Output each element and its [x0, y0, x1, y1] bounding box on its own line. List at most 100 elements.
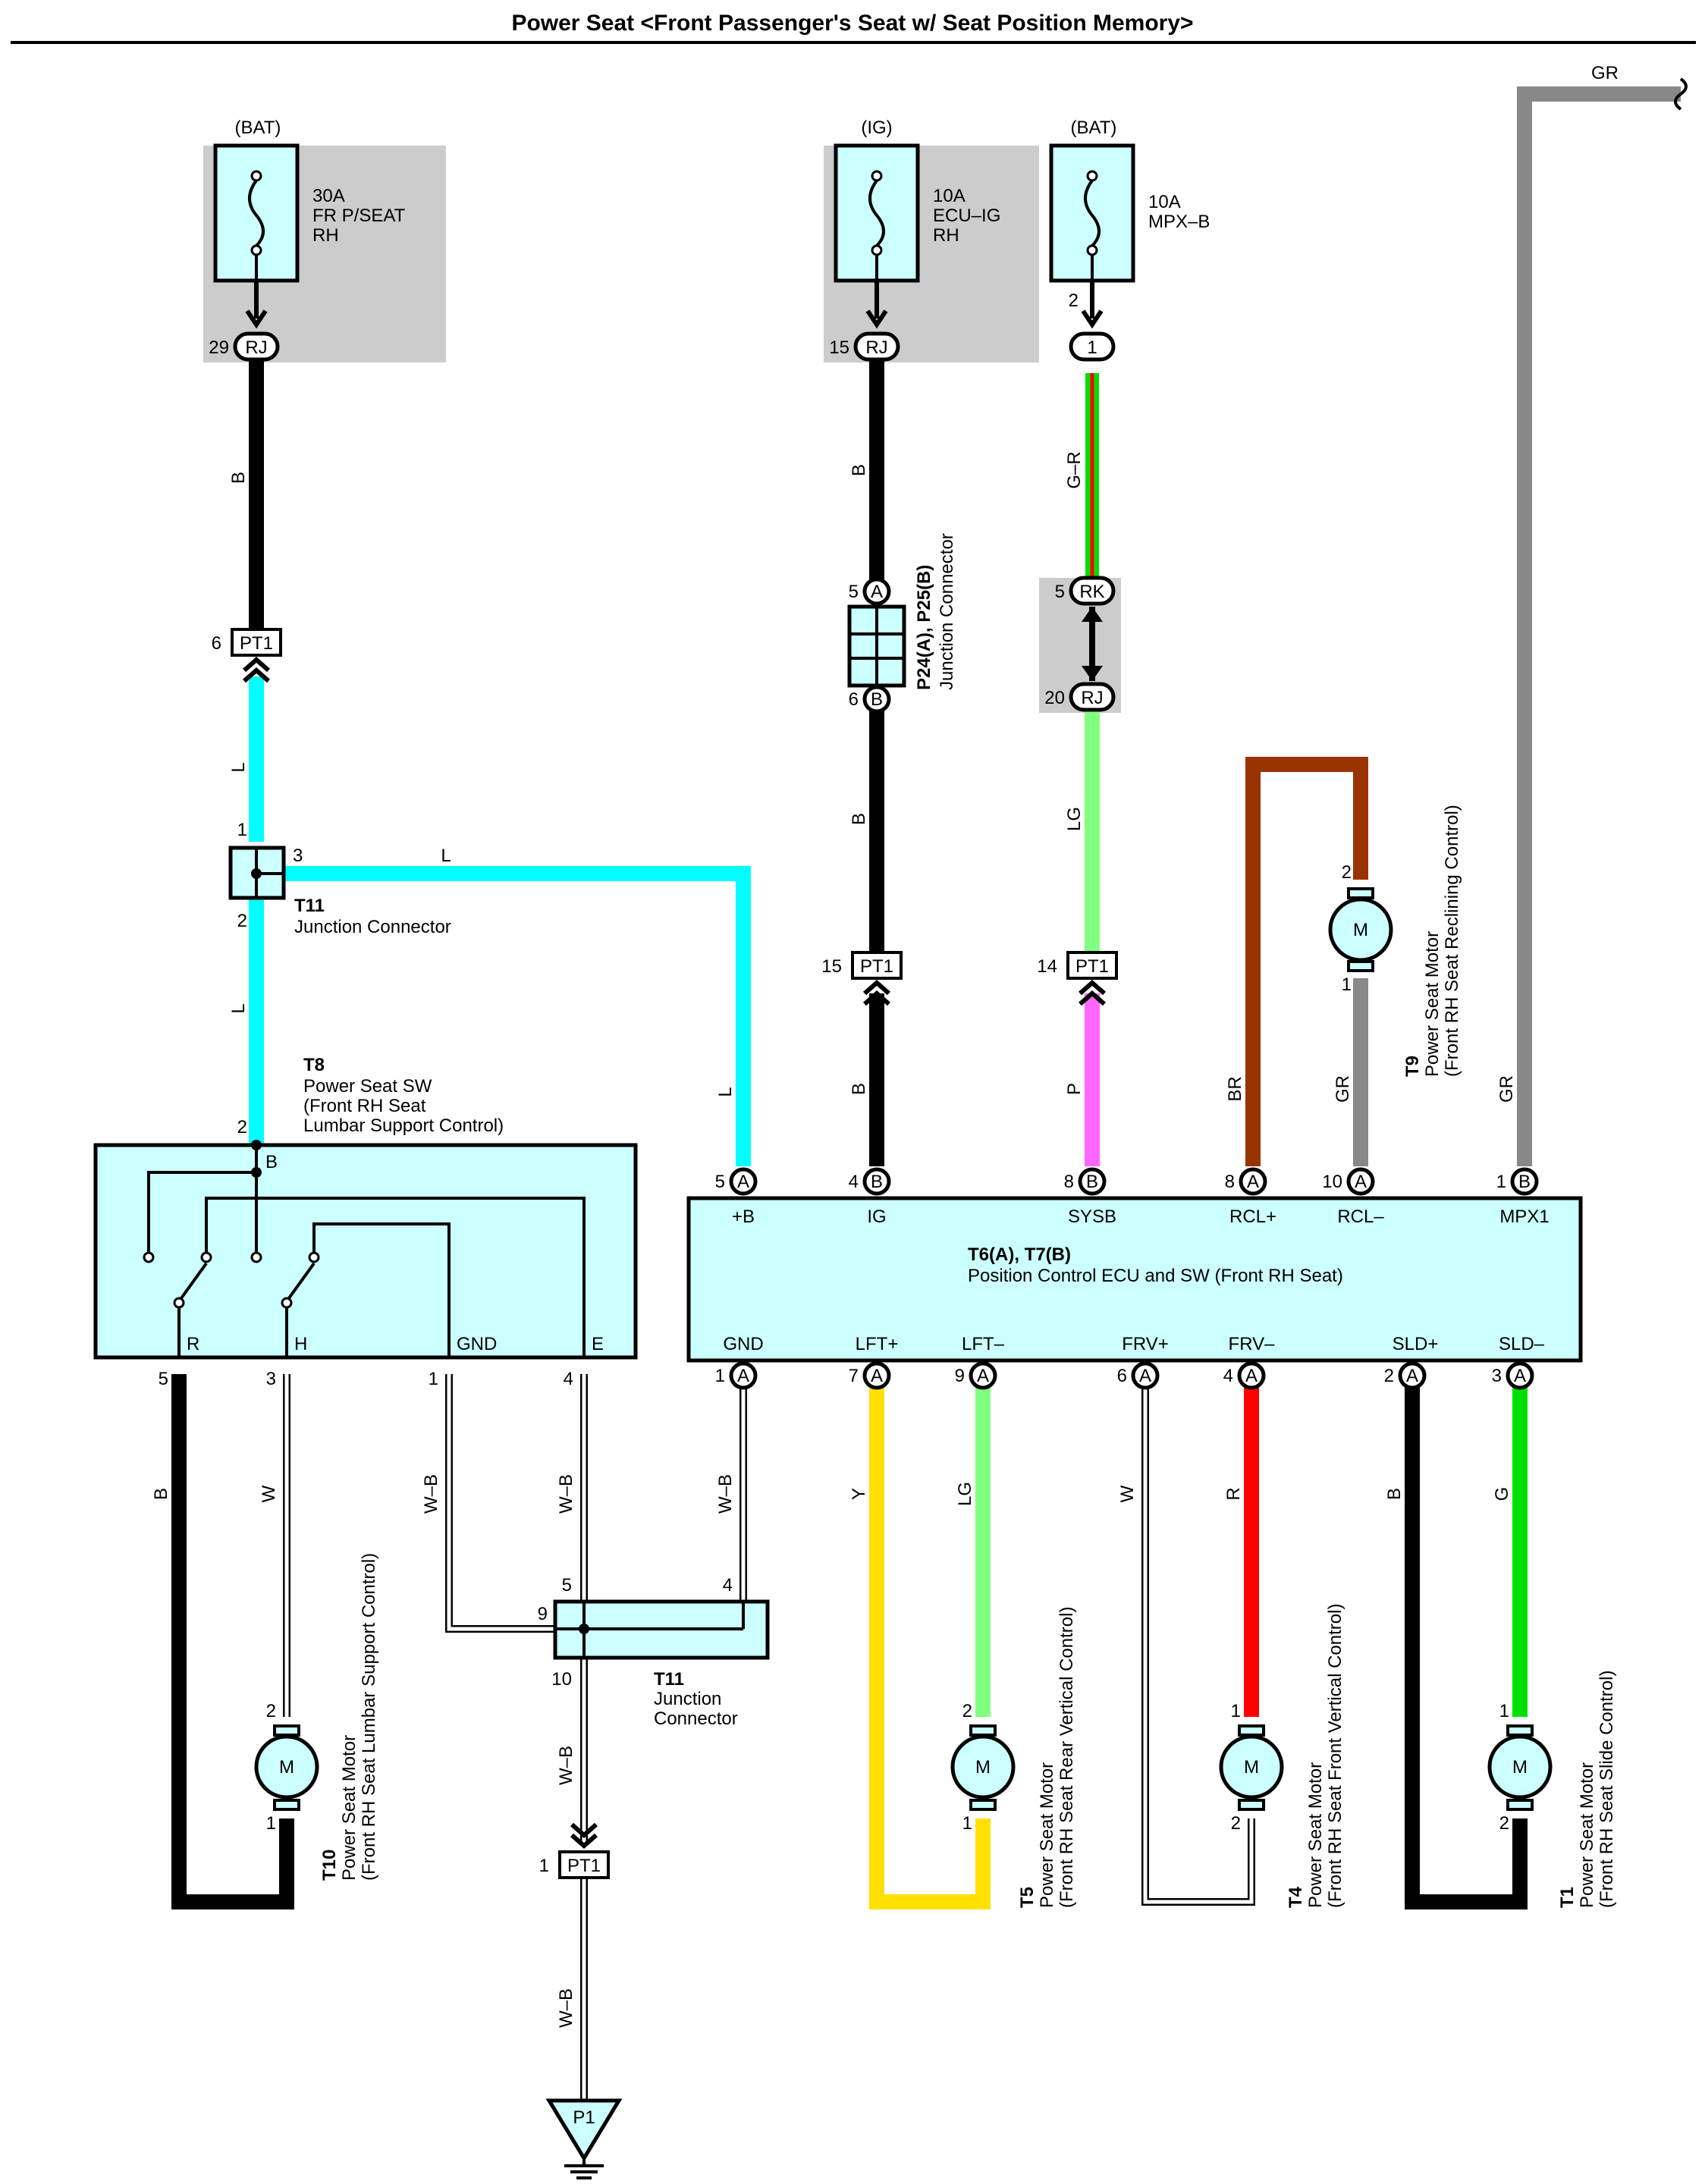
ecu-bottom-pin-sld-minus: SLD– A 3 — [1492, 1334, 1545, 1390]
motor-t4-id: T4 — [1286, 1886, 1306, 1908]
svg-text:1: 1 — [715, 1366, 725, 1386]
motor-t5: M 2 1 — [950, 1701, 1016, 1834]
motor-t10-id: T10 — [319, 1850, 340, 1881]
ecu-bottom-pin-lft-minus: LFT– A 9 — [955, 1334, 1005, 1390]
svg-text:B: B — [871, 1172, 883, 1192]
wire-label-gr2: GR — [1333, 1075, 1353, 1103]
svg-text:A: A — [737, 1172, 749, 1192]
bat2-rating: 10A — [1148, 192, 1181, 212]
t8-pin-h: 3 — [266, 1369, 276, 1389]
connector-rj-15: RJ 15 — [829, 331, 900, 362]
svg-text:IG: IG — [867, 1207, 886, 1227]
motor-t5-desc2: (Front RH Seat Rear Vertical Control) — [1057, 1607, 1077, 1908]
motor-t10-desc1: Power Seat Motor — [339, 1735, 360, 1881]
wire-br-rcl — [1245, 757, 1368, 1166]
ecu-top-pin-mpx1: B 1 MPX1 — [1496, 1167, 1550, 1227]
motor-t1-desc2: (Front RH Seat Slide Control) — [1597, 1671, 1617, 1908]
svg-text:M: M — [975, 1757, 991, 1778]
svg-text:A: A — [1245, 1366, 1258, 1386]
t8-pin-gnd: 1 — [429, 1369, 438, 1389]
t8-pin-top: 2 — [237, 1117, 247, 1138]
svg-text:RCL–: RCL– — [1337, 1207, 1384, 1227]
ecu-top-pin-b-plus: A 5 +B — [715, 1167, 758, 1227]
svg-text:P1: P1 — [573, 2107, 595, 2128]
wire-wb-gnd-t11 — [445, 1374, 561, 1633]
t11-top-desc: Junction Connector — [294, 917, 451, 937]
wire-label-wb5: W–B — [556, 1988, 576, 2028]
svg-text:A: A — [1406, 1366, 1418, 1386]
connector-1: 1 2 — [1069, 290, 1116, 362]
wire-label-l4: L — [715, 1087, 736, 1097]
ecu-bottom-pin-frv-plus: FRV+ A 6 — [1117, 1334, 1169, 1390]
ig-power: (IG) — [861, 118, 892, 138]
wire-label-wb2: W–B — [556, 1474, 576, 1514]
wire-b-sld — [1405, 1388, 1528, 1909]
fuse-10a-ecu-ig — [834, 143, 920, 283]
svg-text:8: 8 — [1064, 1172, 1074, 1192]
motor-t5-id: T5 — [1017, 1887, 1038, 1908]
t8-term-r: R — [187, 1334, 199, 1354]
wire-label-b4: B — [849, 1083, 869, 1095]
svg-text:1: 1 — [1499, 1701, 1509, 1721]
svg-text:14: 14 — [1037, 956, 1057, 977]
junction-t11-top: 1 3 2 — [228, 820, 303, 931]
connector-pt1-15: PT1 15 — [821, 951, 903, 1006]
svg-text:4: 4 — [849, 1172, 859, 1192]
svg-text:15: 15 — [821, 956, 842, 977]
motor-t4-desc1: Power Seat Motor — [1305, 1762, 1326, 1908]
svg-text:RJ: RJ — [1081, 688, 1103, 708]
wire-label-wb1: W–B — [421, 1474, 441, 1514]
svg-text:1: 1 — [1342, 974, 1352, 995]
svg-text:SYSB: SYSB — [1068, 1207, 1116, 1227]
motor-t1: M 1 2 — [1487, 1701, 1553, 1834]
svg-text:4: 4 — [723, 1575, 733, 1596]
svg-text:7: 7 — [849, 1366, 859, 1386]
svg-text:20: 20 — [1044, 688, 1065, 708]
wire-label-g: G — [1492, 1487, 1512, 1502]
motor-t10-desc2: (Front RH Seat Lumbar Support Control) — [359, 1553, 379, 1881]
wire-label-l1: L — [228, 762, 249, 772]
bat1-name1: FR P/SEAT — [312, 206, 406, 226]
bat2-name1: MPX–B — [1148, 212, 1210, 232]
wire-label-b1: B — [228, 472, 249, 484]
t8-desc1: Power Seat SW — [303, 1076, 432, 1097]
p24-name: P24(A), P25(B) — [914, 565, 934, 690]
connector-rj-29: RJ 29 — [209, 331, 280, 362]
svg-text:9: 9 — [538, 1604, 548, 1624]
svg-text:1: 1 — [266, 1813, 276, 1834]
motor-t4-desc2: (Front RH Seat Front Vertical Control) — [1325, 1604, 1345, 1908]
fuse-10a-mpx-b — [1049, 143, 1135, 283]
wire-label-gr3: GR — [1496, 1075, 1517, 1103]
wire-label-b2: B — [849, 464, 869, 476]
wire-label-wb4: W–B — [556, 1746, 576, 1785]
ecu-bottom-pin-lft-plus: LFT+ A 7 — [849, 1334, 898, 1390]
svg-text:8: 8 — [1225, 1172, 1235, 1192]
svg-text:A: A — [1514, 1366, 1526, 1386]
motor-t5-desc1: Power Seat Motor — [1037, 1762, 1057, 1908]
wire-label-l2: L — [441, 846, 451, 866]
junction-t11-bottom: 5 4 9 10 — [538, 1575, 770, 1690]
wire-w-frv — [1141, 1388, 1255, 1906]
svg-text:2: 2 — [1384, 1366, 1394, 1386]
svg-text:5: 5 — [1055, 582, 1065, 602]
wire-gr-mpx1 — [1517, 86, 1681, 1166]
svg-text:PT1: PT1 — [240, 633, 273, 654]
wire-label-gr1: G–R — [1064, 451, 1085, 488]
svg-text:SLD+: SLD+ — [1393, 1334, 1439, 1354]
p24-desc: Junction Connector — [937, 533, 957, 690]
svg-text:PT1: PT1 — [860, 956, 893, 977]
svg-text:RJ: RJ — [245, 337, 267, 358]
svg-text:PT1: PT1 — [1075, 956, 1109, 977]
svg-text:2: 2 — [1499, 1813, 1509, 1834]
svg-text:RJ: RJ — [865, 337, 887, 358]
wire-label-b3: B — [849, 813, 869, 825]
wire-label-w1: W — [259, 1485, 279, 1502]
t11-bottom-desc1: Junction — [654, 1689, 721, 1709]
connector-p24-p25: A 5 B 6 — [847, 577, 906, 714]
motor-t1-desc1: Power Seat Motor — [1577, 1762, 1597, 1908]
wire-label-l3: L — [228, 1003, 249, 1013]
svg-text:1: 1 — [1087, 337, 1097, 358]
svg-text:B: B — [1086, 1172, 1098, 1192]
svg-text:PT1: PT1 — [567, 1856, 601, 1876]
